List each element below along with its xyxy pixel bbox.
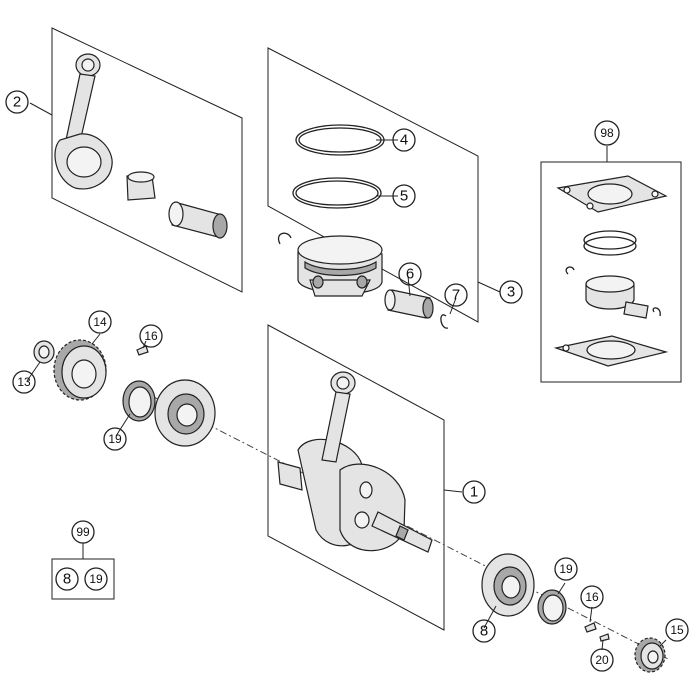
svg-text:5: 5 (400, 188, 408, 205)
primary-gear-part (53, 339, 107, 401)
svg-text:8: 8 (480, 623, 488, 640)
svg-text:99: 99 (76, 525, 90, 539)
assembly-axis (139, 389, 671, 661)
svg-text:19: 19 (108, 432, 122, 446)
callout-19-left: 19 (103, 427, 127, 451)
svg-text:3: 3 (507, 284, 515, 301)
oil-seal-right (537, 589, 567, 625)
crankshaft-part (277, 371, 433, 553)
svg-text:16: 16 (144, 329, 158, 343)
callout-7: 7 (444, 283, 468, 307)
woodruff-key-right (584, 622, 597, 633)
svg-text:19: 19 (559, 562, 573, 576)
kit-box-99 (51, 543, 115, 600)
callout-4: 4 (392, 128, 416, 152)
base-gasket-part (553, 335, 669, 367)
connecting-rod-part (54, 53, 113, 190)
svg-text:2: 2 (13, 94, 21, 111)
callout-8: 8 (472, 619, 496, 643)
svg-text:8: 8 (63, 571, 71, 588)
callout-2: 2 (5, 90, 29, 114)
svg-text:4: 4 (400, 132, 408, 149)
callout-14: 14 (88, 310, 112, 334)
callout-5: 5 (392, 184, 416, 208)
piston-pin-part (384, 289, 434, 319)
panel-connecting-rod-kit (51, 27, 243, 293)
callout-99-box-19: 19 (84, 567, 108, 591)
head-gasket-part (556, 175, 668, 213)
crank-pin-part (168, 201, 228, 239)
bushing-part (126, 171, 156, 201)
callout-99: 99 (71, 520, 95, 544)
timing-sprocket-part (634, 637, 666, 673)
svg-text:6: 6 (406, 266, 414, 283)
piston-circlip-left (277, 232, 292, 245)
piston-circlip-right (440, 314, 449, 329)
svg-text:20: 20 (595, 653, 609, 667)
callout-15: 15 (665, 618, 689, 642)
callout-6: 6 (398, 262, 422, 286)
callout-16-right: 16 (580, 585, 604, 609)
panel-piston-kit (267, 47, 479, 329)
svg-text:98: 98 (600, 126, 614, 140)
callout-13: 13 (12, 370, 36, 394)
svg-text:15: 15 (670, 623, 684, 637)
panel-top-end-kit (540, 161, 682, 383)
svg-text:16: 16 (585, 590, 599, 604)
svg-text:7: 7 (452, 287, 460, 304)
callout-98: 98 (594, 120, 620, 146)
callout-19-right: 19 (554, 557, 578, 581)
leader-lines (26, 102, 667, 651)
kit-piston-part (585, 275, 635, 310)
svg-text:13: 13 (17, 375, 31, 389)
svg-text:14: 14 (93, 315, 107, 329)
woodruff-key-small (599, 633, 610, 642)
piston-part (297, 235, 383, 297)
piston-ring-second (292, 177, 382, 209)
svg-text:19: 19 (89, 572, 103, 586)
oil-seal-left (122, 380, 156, 422)
svg-text:1: 1 (470, 484, 478, 501)
callout-20: 20 (590, 648, 614, 672)
main-bearing-right (481, 553, 535, 617)
main-bearing-left (154, 379, 216, 447)
callout-99-box-8: 8 (55, 567, 79, 591)
callout-1: 1 (462, 480, 486, 504)
nut-part (33, 340, 55, 364)
woodruff-key-left (136, 345, 149, 356)
kit-pin-part (623, 301, 649, 319)
callout-16-left: 16 (139, 324, 163, 348)
callout-3: 3 (499, 280, 523, 304)
